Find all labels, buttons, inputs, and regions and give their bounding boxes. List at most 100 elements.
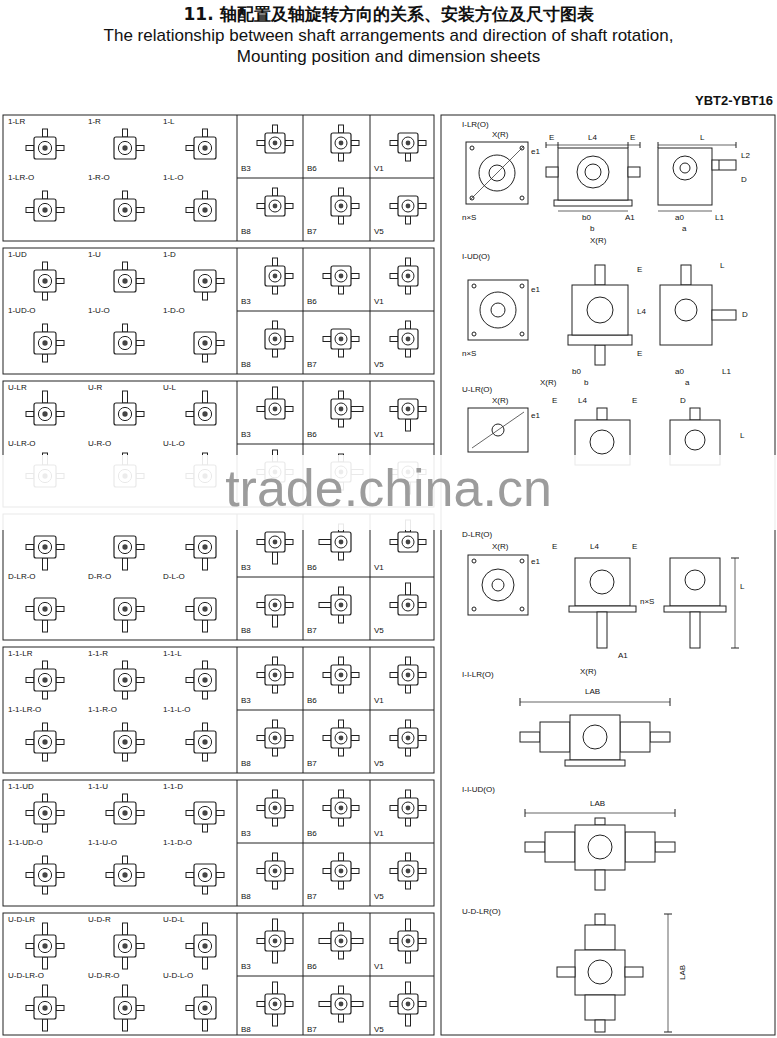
- flange-circle: [38, 274, 51, 287]
- mounting-position: B8: [241, 760, 251, 769]
- drawing-part: [658, 211, 712, 212]
- drawing-part: [735, 558, 736, 648]
- mounting-position: B7: [307, 626, 317, 635]
- drawing-part: [554, 200, 632, 206]
- shaft: [186, 1006, 194, 1011]
- shaft: [203, 661, 208, 669]
- shaft: [203, 391, 208, 403]
- shaft: [136, 811, 144, 816]
- gearbox-body: [398, 133, 418, 153]
- gearbox-body: [265, 196, 285, 216]
- shaft: [123, 558, 128, 570]
- shaft-hub: [273, 939, 278, 944]
- flange-circle: [269, 403, 281, 415]
- arrangement-code: U-R: [88, 384, 102, 393]
- shaft: [136, 412, 144, 417]
- shaft: [123, 620, 128, 632]
- arrangement-code: D-R-O: [88, 573, 111, 582]
- flange-circle: [38, 939, 51, 952]
- arrangement-code: U-D-L: [163, 916, 184, 925]
- flange-circle: [118, 336, 131, 349]
- shaft: [319, 540, 331, 545]
- group-frame: [3, 913, 434, 1035]
- gearbox-body: [331, 665, 351, 685]
- mounting-position: V5: [374, 759, 384, 768]
- drawing-part: [472, 607, 476, 611]
- shaft: [203, 129, 208, 137]
- drawing-part: [540, 722, 570, 752]
- shaft-hub: [273, 603, 278, 608]
- arrangement-code: U-L-O: [163, 439, 185, 448]
- shaft: [43, 661, 48, 669]
- drawing-part: [587, 297, 613, 323]
- mounting-position: V5: [374, 227, 384, 236]
- shaft: [186, 811, 194, 816]
- shaft: [43, 262, 48, 270]
- flange-circle: [335, 998, 347, 1010]
- arrangement-code: 1-U-O: [88, 306, 110, 315]
- dimension-symbol: L: [740, 582, 744, 591]
- shaft: [418, 540, 426, 545]
- dimension-symbol: X(R): [492, 397, 508, 406]
- arrangement-code: 1-1-LR: [8, 650, 32, 659]
- dimension-symbol: LAB: [590, 799, 605, 808]
- gearbox-body: [331, 329, 351, 349]
- shaft: [273, 125, 278, 133]
- shaft: [273, 349, 278, 357]
- dimension-symbol: A1: [618, 652, 628, 661]
- arrangement-code: 1-1-UD-O: [8, 838, 43, 847]
- flange-circle: [118, 602, 131, 615]
- arrangement-code: D-LR-O: [8, 573, 36, 582]
- mounting-position: B8: [241, 228, 251, 237]
- shaft: [123, 191, 128, 199]
- arrangement-code: 1-LR: [8, 118, 25, 127]
- shaft-hub: [122, 544, 127, 549]
- shaft: [339, 188, 344, 196]
- shaft: [418, 204, 426, 209]
- shaft: [123, 129, 128, 137]
- shaft: [319, 603, 331, 608]
- drawing-part: [588, 960, 612, 984]
- arrangement-code: 1-R-O: [88, 174, 110, 183]
- gearbox-body: [398, 728, 418, 748]
- arrangement-code: 1-1-L-O: [163, 706, 191, 715]
- shaft: [273, 387, 278, 399]
- flange-circle: [402, 137, 414, 149]
- shaft-hub: [406, 1002, 411, 1007]
- drawing-part: [520, 702, 670, 703]
- shaft: [257, 869, 265, 874]
- drawing-part: [472, 332, 476, 336]
- cell-divider: [237, 710, 434, 711]
- shaft: [418, 806, 426, 811]
- shaft: [186, 740, 194, 745]
- drawing-part: [482, 569, 514, 601]
- model-range: YBT2-YBT16: [695, 94, 773, 108]
- section-title: I-I-UD(O): [462, 785, 495, 794]
- shaft-hub: [42, 739, 47, 744]
- mounting-position: B6: [307, 962, 317, 971]
- drawing-part: [570, 715, 620, 760]
- gearbox-body: [194, 332, 216, 354]
- shaft: [339, 951, 344, 959]
- shaft: [323, 869, 331, 874]
- mounting-position: V5: [374, 627, 384, 636]
- shaft-hub: [273, 1002, 278, 1007]
- mounting-position: B6: [307, 829, 317, 838]
- page-title: 11. 轴配置及轴旋转方向的关系、安装方位及尺寸图表: [0, 5, 777, 24]
- shaft: [339, 349, 344, 357]
- arrangement-code: 1-1-L: [163, 650, 182, 659]
- shaft: [319, 1002, 331, 1007]
- shaft: [56, 740, 64, 745]
- gearbox-body: [34, 137, 56, 159]
- shaft-hub: [122, 411, 127, 416]
- subtitle: Mounting position and dimension sheets: [0, 48, 777, 67]
- shaft: [216, 279, 224, 284]
- shaft: [216, 873, 224, 878]
- section-title: U-D-LR(O): [462, 908, 501, 917]
- drawing-part: [492, 424, 504, 436]
- shaft-hub: [339, 939, 344, 944]
- shaft-hub: [339, 204, 344, 209]
- flange-circle: [118, 407, 131, 420]
- arrangement-code: 1-UD: [8, 250, 27, 259]
- shaft-hub: [202, 411, 207, 416]
